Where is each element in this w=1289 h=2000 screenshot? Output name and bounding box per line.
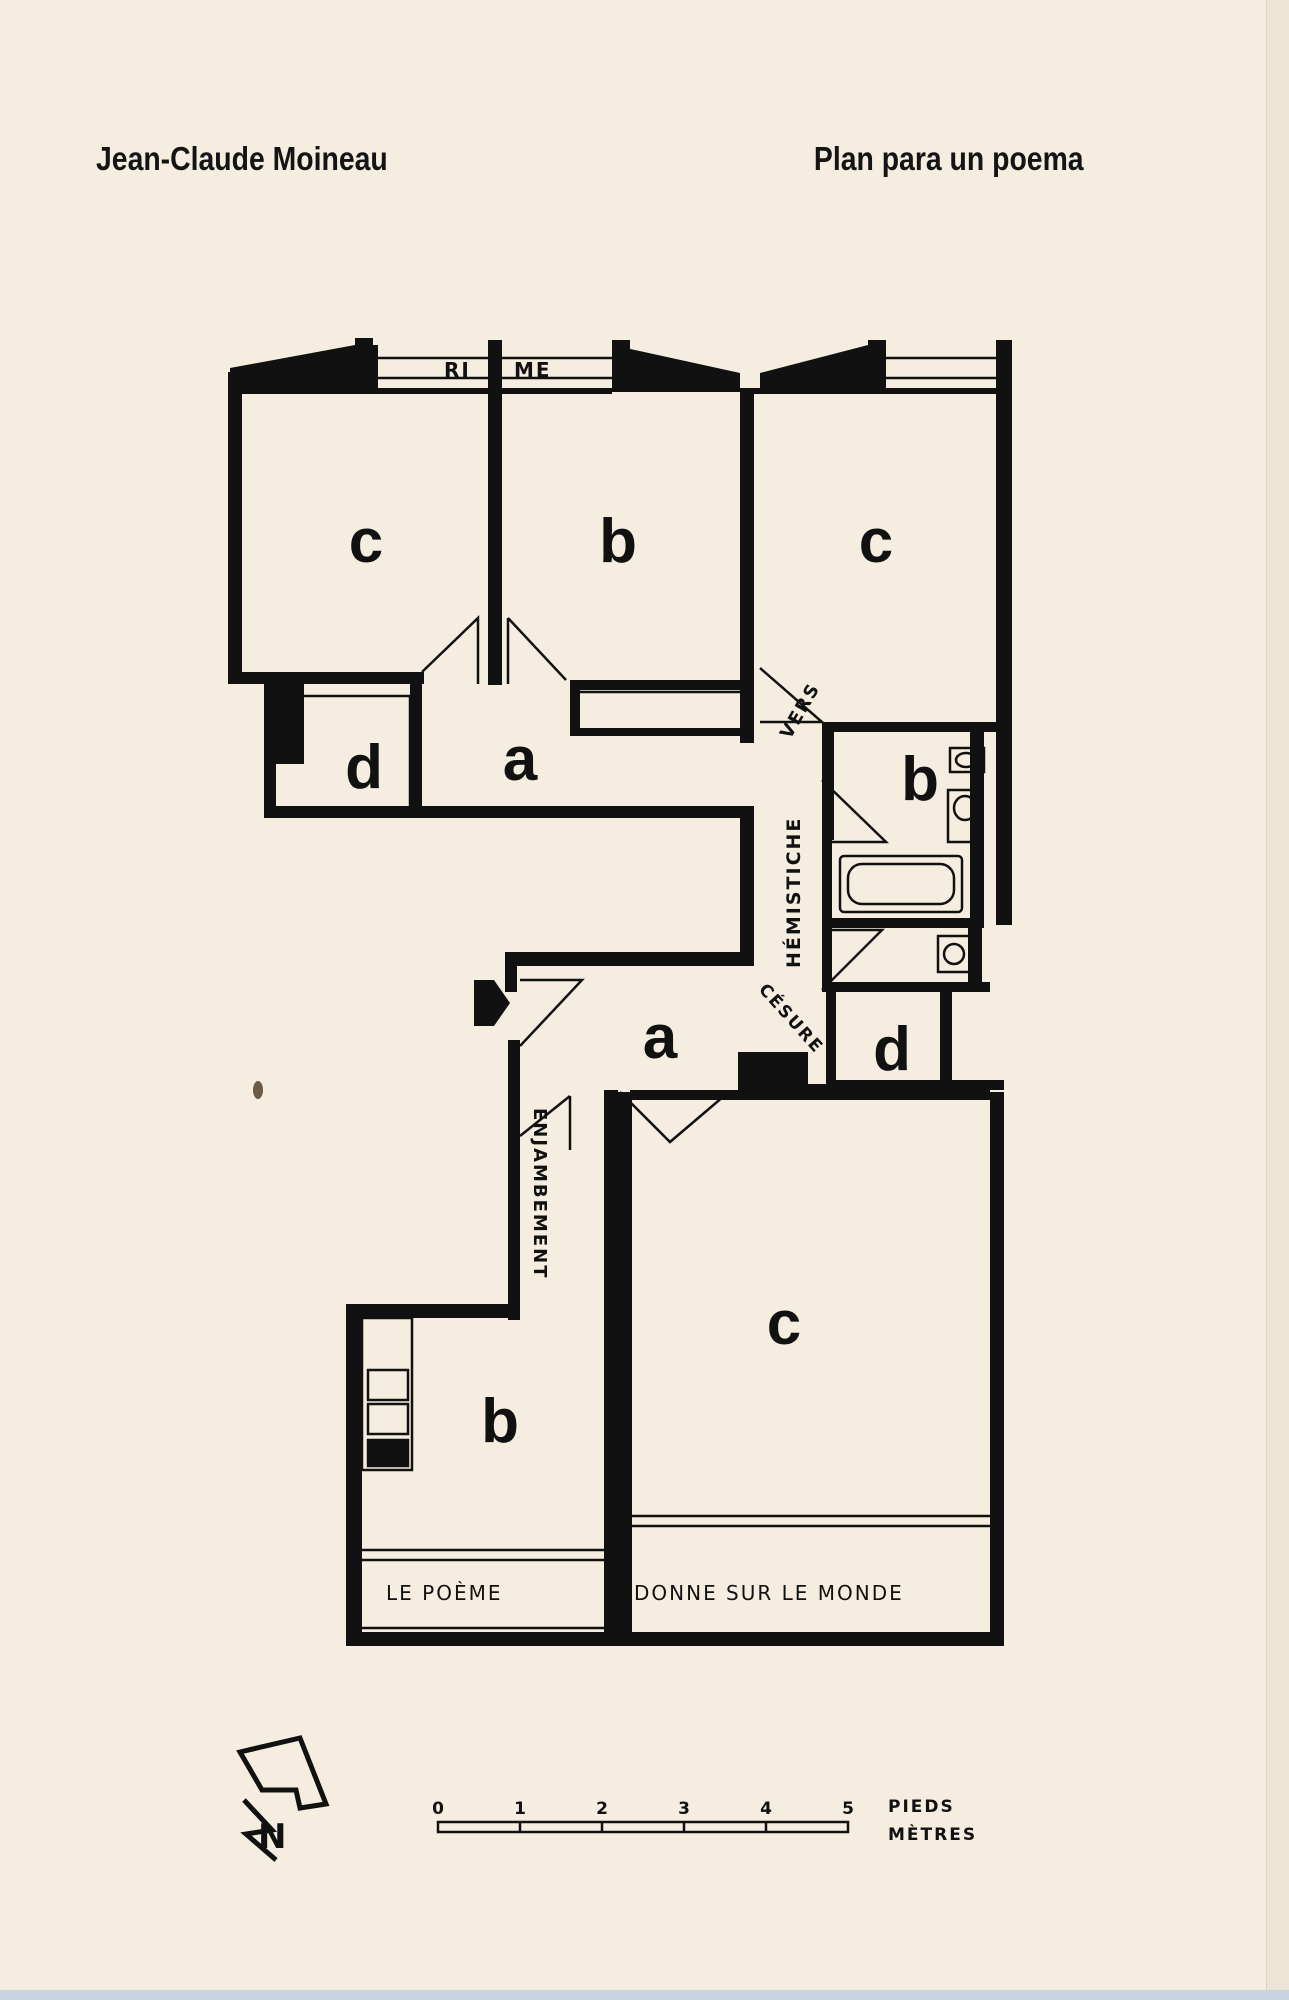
ink-spot [253, 1081, 263, 1099]
page-edge [1266, 0, 1289, 2000]
plan-lines [276, 356, 998, 1834]
room-label-c-large: c [767, 1289, 801, 1358]
scale-tick-5: 5 [842, 1799, 854, 1819]
scale-tick-4: 4 [760, 1799, 772, 1819]
enjambement-label: ENJAMBEMENT [529, 1108, 550, 1279]
scale-tick-3: 3 [678, 1799, 690, 1819]
scale-unit-metres: MÈTRES [888, 1823, 977, 1845]
author-name: Jean-Claude Moineau [96, 140, 388, 177]
room-label-d-lower: d [873, 1015, 911, 1084]
room-label-a-lower: a [643, 1003, 678, 1072]
scale-unit-pieds: PIEDS [888, 1797, 955, 1817]
hemistiche-label: HÉMISTICHE [782, 817, 805, 968]
room-label-b-bath: b [901, 745, 939, 814]
scale-tick-2: 2 [596, 1799, 608, 1819]
room-label-b-top-middle: b [599, 507, 637, 576]
poem-title: Plan para un poema [814, 140, 1084, 177]
room-label-c-top-left: c [349, 507, 383, 576]
rime-label-left: RI [444, 358, 471, 382]
scale-tick-0: 0 [432, 1799, 444, 1819]
scale-tick-1: 1 [514, 1799, 526, 1819]
cesure-label: CÉSURE [754, 979, 828, 1058]
walls [228, 338, 1012, 1646]
room-label-c-top-right: c [859, 507, 893, 576]
rime-label-right: ME [514, 358, 552, 382]
room-label-a-upper: a [503, 725, 538, 794]
room-label-d-upper: d [345, 733, 383, 802]
le-poeme-label: LE POÈME [386, 1581, 502, 1605]
scan-bottom-band [0, 1990, 1289, 2000]
room-label-b-kitchen: b [481, 1387, 519, 1456]
donne-sur-le-monde-label: DONNE SUR LE MONDE [634, 1581, 904, 1605]
compass-arrow-icon [236, 1735, 330, 1862]
compass-north-label: N [258, 1817, 288, 1857]
